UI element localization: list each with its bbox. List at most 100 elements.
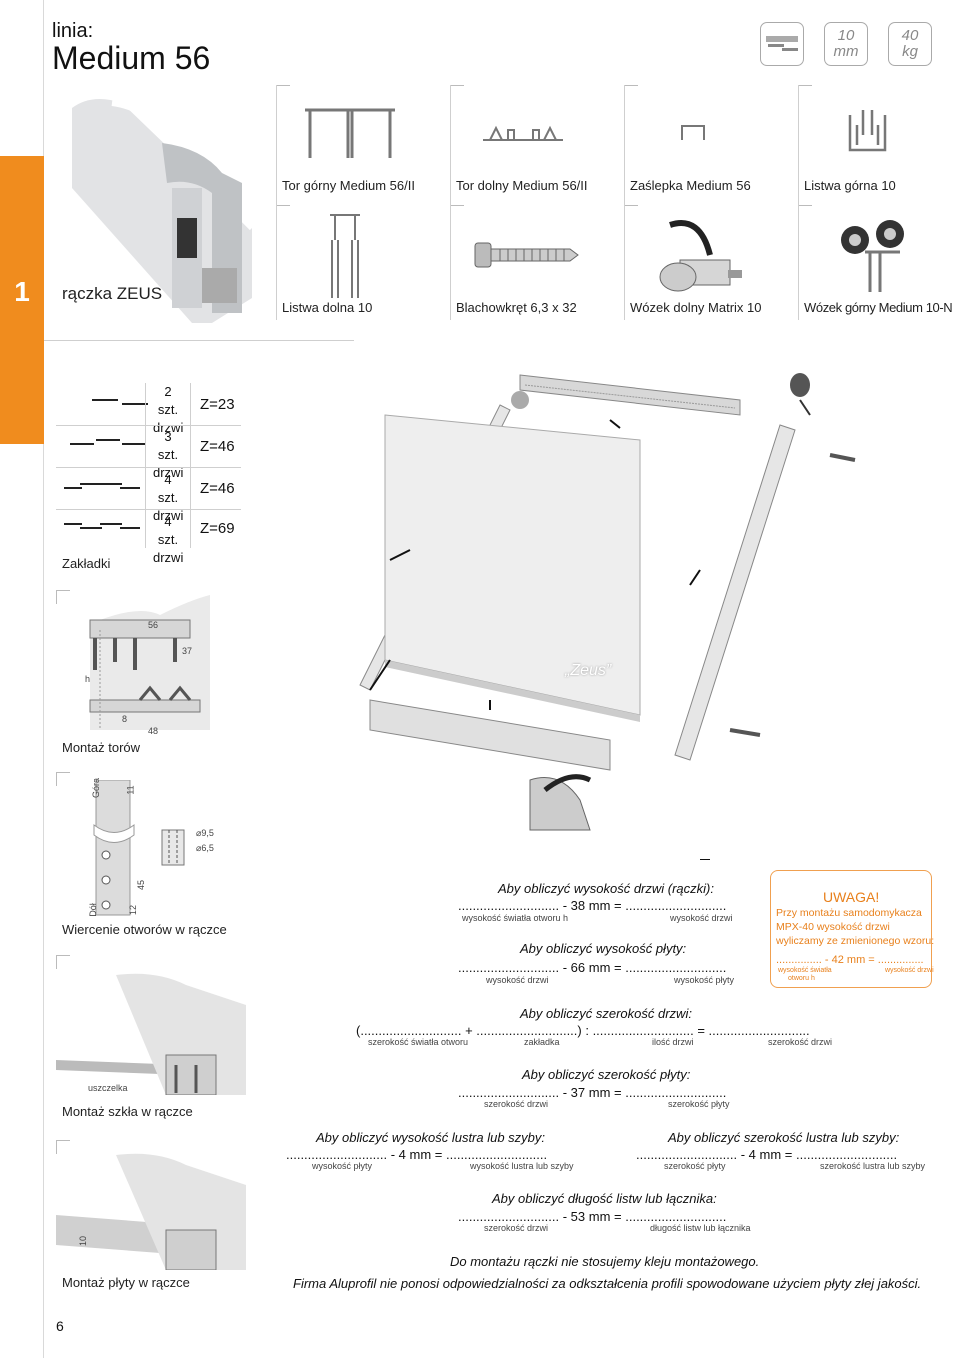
bottom-carriage-image bbox=[659, 220, 742, 292]
overlap-row-3-count: 4 szt.drzwi bbox=[153, 472, 184, 523]
section-tab: 1 bbox=[0, 156, 44, 444]
calc-door-height-title: Aby obliczyć wysokość drzwi (rączki): bbox=[498, 881, 714, 896]
overlap-diagram-4a bbox=[64, 483, 140, 489]
product-screw: Blachowkręt 6,3 x 32 bbox=[456, 300, 577, 315]
drilling-title: Wiercenie otworów w rączce bbox=[62, 922, 227, 937]
overlap-row-2-z: Z=46 bbox=[200, 438, 235, 455]
dim-10: 10 bbox=[78, 1235, 89, 1247]
product-top-strip: Listwa górna 10 bbox=[804, 178, 896, 193]
calc-board-width-l1: szerokość drzwi bbox=[484, 1099, 549, 1109]
calc-mirror-width-line: ............................ - 4 mm = ..… bbox=[636, 1147, 898, 1162]
glass-mount-diagram bbox=[56, 973, 246, 1095]
line-label: linia: bbox=[52, 20, 94, 42]
overlap-title: Zakładki bbox=[62, 556, 111, 571]
product-top-carriage: Wózek górny Medium 10-N bbox=[804, 300, 953, 315]
note-disclaimer: Firma Aluprofil nie ponosi odpowiedzialn… bbox=[293, 1276, 922, 1291]
warning-title: UWAGA! bbox=[823, 889, 880, 905]
calc-door-width-l1: szerokość światła otworu bbox=[368, 1037, 469, 1047]
product-bottom-track: Tor dolny Medium 56/II bbox=[456, 178, 588, 193]
bottom-strip-image bbox=[330, 214, 360, 298]
screw-image bbox=[474, 242, 579, 268]
exploded-assembly-diagram bbox=[359, 373, 856, 860]
seal-label: uszczelka bbox=[88, 1083, 128, 1093]
calc-mirror-height-l2: wysokość lustra lub szyby bbox=[470, 1161, 574, 1171]
calc-strip-length-l1: szerokość drzwi bbox=[484, 1223, 549, 1233]
product-handle: rączka ZEUS bbox=[62, 284, 163, 303]
label-top: Góra bbox=[91, 777, 102, 799]
track-mount-title: Montaż torów bbox=[62, 740, 141, 755]
left-margin-bar bbox=[0, 0, 44, 1358]
product-top-track: Tor górny Medium 56/II bbox=[282, 178, 415, 193]
calc-door-height-l2: wysokość drzwi bbox=[670, 913, 733, 923]
dim-37: 37 bbox=[182, 646, 193, 656]
board-mount-title: Montaż płyty w rączce bbox=[62, 1275, 190, 1290]
calc-mirror-height-line: ............................ - 4 mm = ..… bbox=[286, 1147, 548, 1162]
zeus-label: „Zeus” bbox=[565, 662, 612, 679]
dim-56: 56 bbox=[148, 620, 159, 630]
calc-board-width-l2: szerokość płyty bbox=[668, 1099, 730, 1109]
calc-strip-length-line: ............................ - 53 mm = .… bbox=[458, 1209, 727, 1224]
calc-door-width-l3: ilość drzwi bbox=[652, 1037, 694, 1047]
overlap-row-4-count: 4 szt.drzwi bbox=[153, 514, 184, 565]
bottom-track-image bbox=[483, 125, 563, 141]
overlap-diagram-3 bbox=[70, 439, 146, 445]
warning-l2: wysokość drzwi bbox=[885, 967, 934, 974]
calc-strip-length-l2: długość listw lub łącznika bbox=[650, 1223, 751, 1233]
overlap-row-4-z: Z=69 bbox=[200, 520, 235, 537]
warning-text-3: wyliczamy ze zmienionego wzoru: bbox=[776, 935, 935, 947]
handle-profile-image bbox=[52, 88, 272, 328]
top-track-image bbox=[305, 108, 395, 158]
glass-mount-title: Montaż szkła w rączce bbox=[62, 1104, 193, 1119]
product-bottom-strip: Listwa dolna 10 bbox=[282, 300, 373, 315]
warning-box bbox=[770, 870, 932, 988]
dim-8: 8 bbox=[122, 714, 128, 724]
warning-text-1: Przy montażu samodomykacza bbox=[776, 907, 922, 919]
label-bottom: Dół bbox=[87, 903, 98, 917]
overlap-diagram-4b bbox=[64, 523, 140, 529]
dim-9-5: ⌀9,5 bbox=[196, 828, 214, 838]
warning-l1b: otworu h bbox=[788, 975, 815, 982]
overlap-diagram-2 bbox=[92, 399, 148, 405]
calc-mirror-height-title: Aby obliczyć wysokość lustra lub szyby: bbox=[316, 1130, 546, 1145]
calc-mirror-width-l2: szerokość lustra lub szyby bbox=[820, 1161, 926, 1171]
board-mount-diagram bbox=[56, 1153, 246, 1270]
calc-door-width-title: Aby obliczyć szerokość drzwi: bbox=[520, 1006, 692, 1021]
note-no-glue: Do montażu rączki nie stosujemy kleju mo… bbox=[450, 1254, 760, 1269]
product-end-cap: Zaślepka Medium 56 bbox=[630, 178, 751, 193]
calc-board-height-title: Aby obliczyć wysokość płyty: bbox=[520, 941, 687, 956]
calc-door-width-l2: zakładka bbox=[524, 1037, 560, 1047]
calc-door-height-l1: wysokość światła otworu h bbox=[462, 913, 569, 923]
dim-6-5: ⌀6,5 bbox=[196, 843, 214, 853]
calc-strip-length-title: Aby obliczyć długość listw lub łącznika: bbox=[492, 1191, 717, 1206]
drilling-diagram bbox=[93, 780, 185, 916]
track-icon-badge bbox=[760, 22, 804, 66]
overlap-row-2-count: 3 szt.drzwi bbox=[153, 429, 184, 480]
overlap-row-3-z: Z=46 bbox=[200, 480, 235, 497]
overlap-row-1-z: Z=23 bbox=[200, 396, 235, 413]
warning-line: ............... - 42 mm = ..............… bbox=[776, 954, 924, 966]
calc-board-height-line: ............................ - 66 mm = .… bbox=[458, 960, 727, 975]
warning-text-2: MPX-40 wysokość drzwi bbox=[776, 921, 890, 933]
page-title: Medium 56 bbox=[52, 40, 211, 76]
dim-h: h bbox=[85, 674, 91, 684]
calc-mirror-width-title: Aby obliczyć szerokość lustra lub szyby: bbox=[668, 1130, 900, 1145]
calc-board-width-title: Aby obliczyć szerokość płyty: bbox=[522, 1067, 691, 1082]
track-mount-diagram bbox=[89, 595, 210, 730]
overlap-row-1-count: 2 szt.drzwi bbox=[153, 384, 184, 435]
calc-board-height-l2: wysokość płyty bbox=[674, 975, 735, 985]
top-carriage-image bbox=[841, 220, 904, 292]
dim-45: 45 bbox=[136, 879, 147, 891]
dim-11: 11 bbox=[125, 785, 136, 795]
dim-12: 12 bbox=[128, 904, 139, 916]
top-strip-image bbox=[848, 110, 887, 152]
section-number: 1 bbox=[14, 276, 30, 307]
calc-door-width-line: (............................ + ........… bbox=[356, 1023, 810, 1038]
calc-door-height-line: ............................ - 38 mm = .… bbox=[458, 898, 727, 913]
calc-board-height-l1: wysokość drzwi bbox=[486, 975, 549, 985]
end-cap-image bbox=[681, 125, 705, 140]
page-number: 6 bbox=[56, 1318, 64, 1334]
calc-board-width-line: ............................ - 37 mm = .… bbox=[458, 1085, 727, 1100]
calc-door-width-l4: szerokość drzwi bbox=[768, 1037, 833, 1047]
